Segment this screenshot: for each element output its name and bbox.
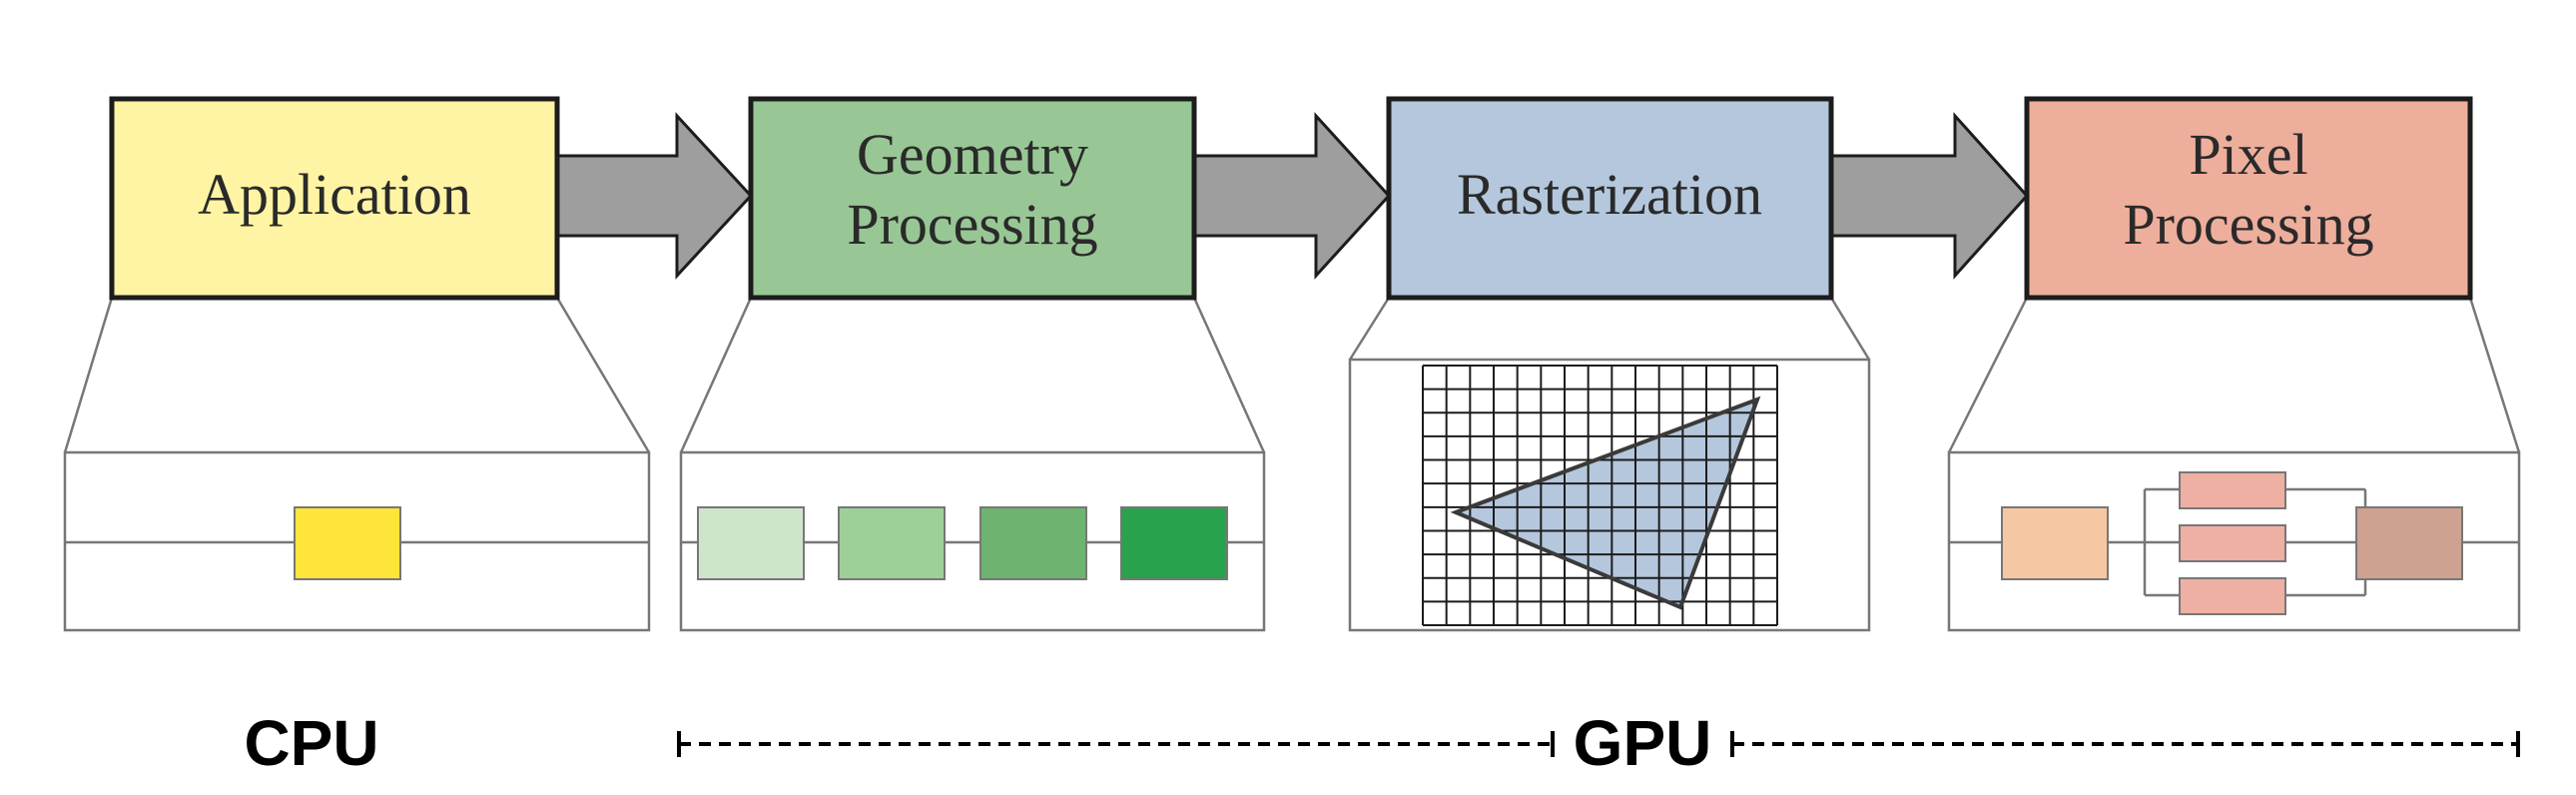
cpu-label: CPU [244,707,378,779]
stage-label-application: Application [198,162,471,227]
pixel-substage-parallel [2179,471,2286,509]
gpu-label: GPU [1574,707,1712,779]
pipeline-arrows [555,112,2030,280]
geometry-substage [697,506,805,580]
stage-geometry-processing: Geometry Processing [748,96,1197,301]
stage-box-application [109,96,560,301]
stage-box-rasterization [1386,96,1834,301]
stage-box-pixel-processing [2024,96,2473,301]
stage-label-rasterization: Rasterization [1457,162,1762,227]
funnel-rasterization-right [1829,297,1871,361]
geometry-substage [979,506,1087,580]
funnel-application-right [555,297,651,453]
stage-box-geometry-processing [748,96,1197,301]
stage-label-pixel-line2: Processing [2123,192,2373,257]
geometry-substage [1120,506,1228,580]
stage-label-geometry-line2: Processing [847,192,1097,257]
funnel-application [63,297,114,453]
geometry-substage [838,506,946,580]
funnel-pixel-right [2468,297,2521,453]
stage-boxes: Application Geometry Processing Rasteriz… [109,96,2473,301]
pixel-substage-input [2001,506,2109,580]
arrow-application-to-geometry [555,112,754,280]
rasterized-triangle-outline [1450,396,1761,610]
detail-geometry [679,450,1266,632]
stage-application: Application [109,96,560,301]
stage-label-pixel-line1: Pixel [2189,122,2307,187]
detail-application [63,450,651,632]
application-substage [294,506,401,580]
hardware-row: CPU GPU [244,707,2520,779]
detail-pixel [1947,450,2521,632]
pixel-substage-parallel [2179,524,2286,562]
funnel-rasterization-left [1348,297,1391,361]
arrow-rasterization-to-pixel [1829,112,2030,280]
stage-pixel-processing: Pixel Processing [2024,96,2473,301]
funnel-geometry-left [679,297,753,453]
pixel-substage-parallel [2179,577,2286,615]
arrow-geometry-to-rasterization [1192,112,1392,280]
stage-rasterization: Rasterization [1386,96,1834,301]
funnel-connectors [63,297,2521,453]
funnel-pixel-left [1947,297,2029,453]
pixel-substage-output [2355,506,2463,580]
stage-label-geometry-line1: Geometry [857,122,1088,187]
detail-rasterization [1348,358,1871,632]
funnel-geometry-right [1192,297,1266,453]
gpu-span-line [677,731,2520,757]
